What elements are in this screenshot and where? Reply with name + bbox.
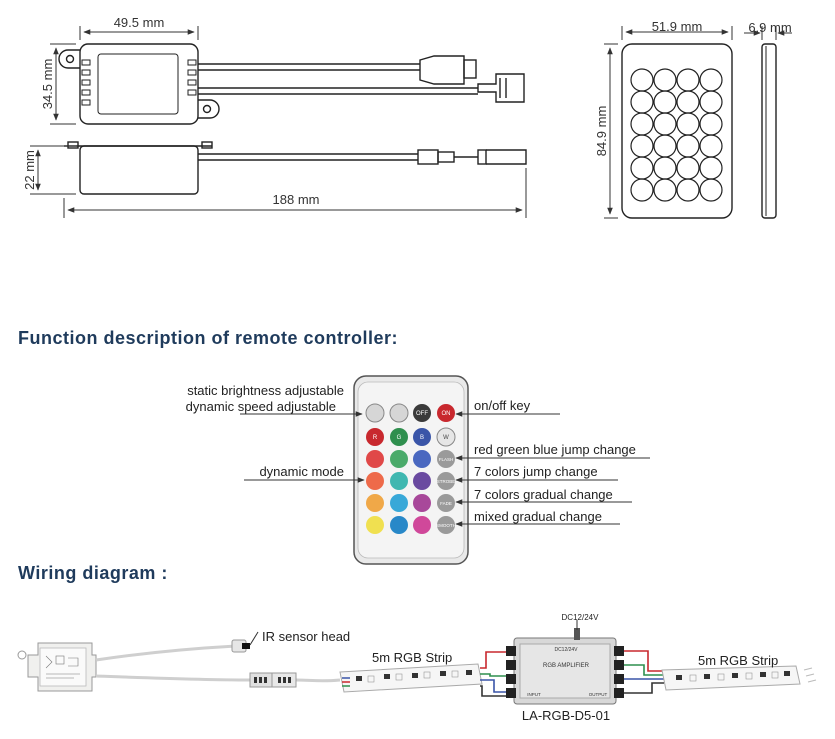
controller-top-view	[58, 43, 525, 125]
remote-function-heading: Function description of remote controlle…	[18, 328, 399, 348]
label-strip-left: 5m RGB Strip	[372, 650, 452, 665]
label-amplifier-model: LA-RGB-D5-01	[522, 708, 610, 723]
dimension-lines-side	[30, 145, 527, 218]
dim-controller-width: 49.5 mm	[114, 15, 165, 30]
amplifier-title: RGB AMPLIFIER	[543, 663, 590, 669]
rgb-amplifier	[506, 620, 624, 705]
button-on-label: ON	[442, 411, 451, 417]
dim-remote-thickness: 6.9 mm	[748, 20, 791, 35]
remote-callout-lines	[240, 411, 650, 527]
button-smooth-label: SMOOTH	[436, 523, 456, 528]
led-strip-right	[661, 665, 817, 691]
button-off-label: OFF	[416, 411, 428, 417]
label-ir-sensor: IR sensor head	[262, 629, 350, 644]
dim-controller-height: 34.5 mm	[40, 59, 55, 110]
button-strobe-label: STROBE	[437, 479, 456, 484]
label-colors-gradual: 7 colors gradual change	[474, 487, 613, 502]
button-w-label: W	[443, 435, 449, 441]
wiring-controller-module	[17, 642, 97, 692]
label-colors-jump: 7 colors jump change	[474, 464, 598, 479]
dimension-lines-remote	[604, 26, 792, 219]
wiring-diagram-heading: Wiring diagram :	[18, 563, 168, 583]
label-strip-right: 5m RGB Strip	[698, 653, 778, 668]
amplifier-output-label: OUTPUT	[589, 692, 608, 697]
wiring-connector	[249, 672, 297, 688]
dim-remote-height: 84.9 mm	[594, 106, 609, 157]
amplifier-input-label: INPUT	[527, 692, 541, 697]
button-b-label: B	[420, 435, 424, 441]
remote-front-view	[621, 43, 777, 219]
led-strip-left	[339, 663, 483, 693]
label-dynamic-speed: dynamic speed adjustable	[186, 399, 336, 414]
controller-side-view	[64, 141, 527, 195]
label-static-brightness: static brightness adjustable	[187, 383, 344, 398]
ir-sensor-head	[231, 631, 259, 653]
dim-controller-depth: 22 mm	[22, 150, 37, 190]
label-power-input: DC12/24V	[562, 613, 600, 622]
dim-remote-width: 51.9 mm	[652, 19, 703, 34]
dim-cable-length: 188 mm	[273, 192, 320, 207]
label-mixed-gradual: mixed gradual change	[474, 509, 602, 524]
label-dynamic-mode: dynamic mode	[259, 464, 344, 479]
remote-controller-photo	[353, 375, 469, 565]
label-rgb-jump: red green blue jump change	[474, 442, 636, 457]
button-g-label: G	[397, 435, 402, 441]
wiring-cables	[95, 644, 341, 683]
button-flash-label: FLASH	[439, 457, 454, 462]
dimension-lines-top	[50, 26, 199, 125]
amplifier-inner-power: DC12/24V	[554, 647, 578, 653]
button-fade-label: FADE	[440, 501, 452, 506]
wiring-to-amplifier	[480, 651, 510, 697]
button-r-label: R	[373, 435, 378, 441]
wiring-from-amplifier	[624, 650, 664, 694]
label-on-off: on/off key	[474, 398, 531, 413]
